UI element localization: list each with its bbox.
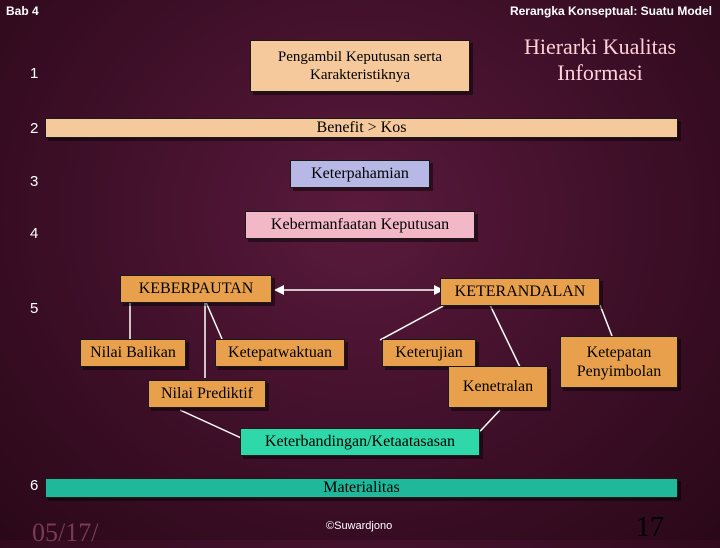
level-number-4: 4 — [30, 225, 39, 242]
box-keberpautan: KEBERPAUTAN — [120, 275, 272, 303]
arrowhead-right — [434, 285, 444, 295]
footer-date: 05/17/ — [32, 518, 99, 547]
box-keterpahamian: Keterpahamian — [290, 160, 430, 188]
box-ketepatan-penyimbolan: Ketepatan Penyimbolan — [560, 336, 678, 388]
level-number-1: 1 — [30, 65, 39, 82]
slide-topic: Rerangka Konseptual: Suatu Model — [509, 4, 712, 18]
connector-keberpautan-ketepatwaktuan — [204, 299, 223, 340]
bar-materialitas: Materialitas — [45, 478, 678, 498]
connector-keterandalan-penyimbolan — [599, 304, 613, 337]
box-keterandalan: KETERANDALAN — [440, 278, 600, 306]
box-keterujian: Keterujian — [382, 339, 476, 367]
connector-keterandalan-keterujian — [379, 304, 446, 341]
box-nilai-prediktif: Nilai Prediktif — [148, 380, 266, 408]
box-kenetralan: Kenetralan — [448, 366, 548, 408]
box-pengambil-keputusan: Pengambil Keputusan serta Karakteristikn… — [250, 40, 470, 92]
level-number-5: 5 — [30, 300, 39, 317]
box-ketepatwaktuan: Ketepatwaktuan — [215, 339, 345, 367]
connector-keterandalan-kenetralan — [489, 304, 521, 368]
level-number-2: 2 — [30, 120, 39, 137]
slide-title: Hierarki Kualitas Informasi — [523, 34, 677, 86]
level-number-6: 6 — [30, 477, 39, 494]
arrowhead-left — [274, 285, 284, 295]
chapter-label: Bab 4 — [6, 4, 39, 18]
level-number-3: 3 — [30, 173, 39, 190]
footer-credit: ©Suwardjono — [326, 520, 393, 532]
connector-keterbandingan-left — [179, 409, 251, 443]
box-kebermanfaatan-keputusan: Kebermanfaatan Keputusan — [245, 211, 475, 239]
page-number: 17 — [636, 512, 664, 543]
bar-benefit-kos: Benefit > Kos — [45, 118, 678, 138]
box-nilai-balikan: Nilai Balikan — [80, 339, 186, 367]
box-keterbandingan-ketaatasasan: Keterbandingan/Ketaatasasan — [240, 428, 480, 456]
